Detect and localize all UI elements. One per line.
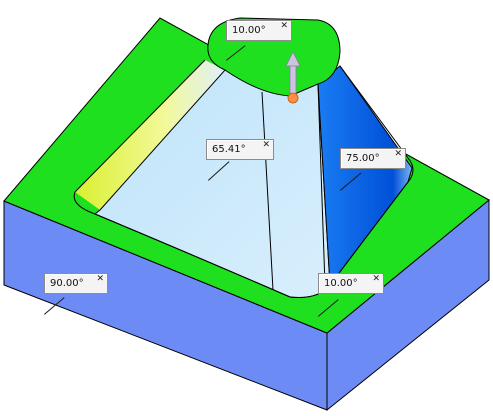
drag-arrow-icon[interactable] bbox=[285, 51, 301, 104]
angle-callout-bottom[interactable]: 10.00° ✕ bbox=[318, 273, 384, 294]
cone-edge-line bbox=[317, 83, 326, 286]
angle-value: 75.00° bbox=[346, 153, 380, 164]
angle-callout-steep[interactable]: 75.00° ✕ bbox=[340, 148, 406, 169]
close-icon[interactable]: ✕ bbox=[372, 274, 380, 284]
close-icon[interactable]: ✕ bbox=[96, 274, 104, 284]
fillet-outline bbox=[74, 59, 206, 193]
fillet-face bbox=[75, 60, 225, 210]
close-icon[interactable]: ✕ bbox=[394, 149, 402, 159]
close-icon[interactable]: ✕ bbox=[280, 21, 288, 31]
cone-edge-line bbox=[261, 91, 274, 291]
angle-callout-cone[interactable]: 65.41° ✕ bbox=[206, 139, 274, 160]
angle-value: 90.00° bbox=[50, 278, 84, 289]
angle-callout-top[interactable]: 10.00° ✕ bbox=[226, 20, 292, 41]
close-icon[interactable]: ✕ bbox=[262, 140, 270, 150]
angle-value: 10.00° bbox=[324, 278, 358, 289]
angle-callout-wall[interactable]: 90.00° ✕ bbox=[44, 273, 108, 294]
pocket-rim bbox=[73, 65, 414, 298]
angle-value: 10.00° bbox=[232, 25, 266, 36]
angle-value: 65.41° bbox=[212, 144, 246, 155]
